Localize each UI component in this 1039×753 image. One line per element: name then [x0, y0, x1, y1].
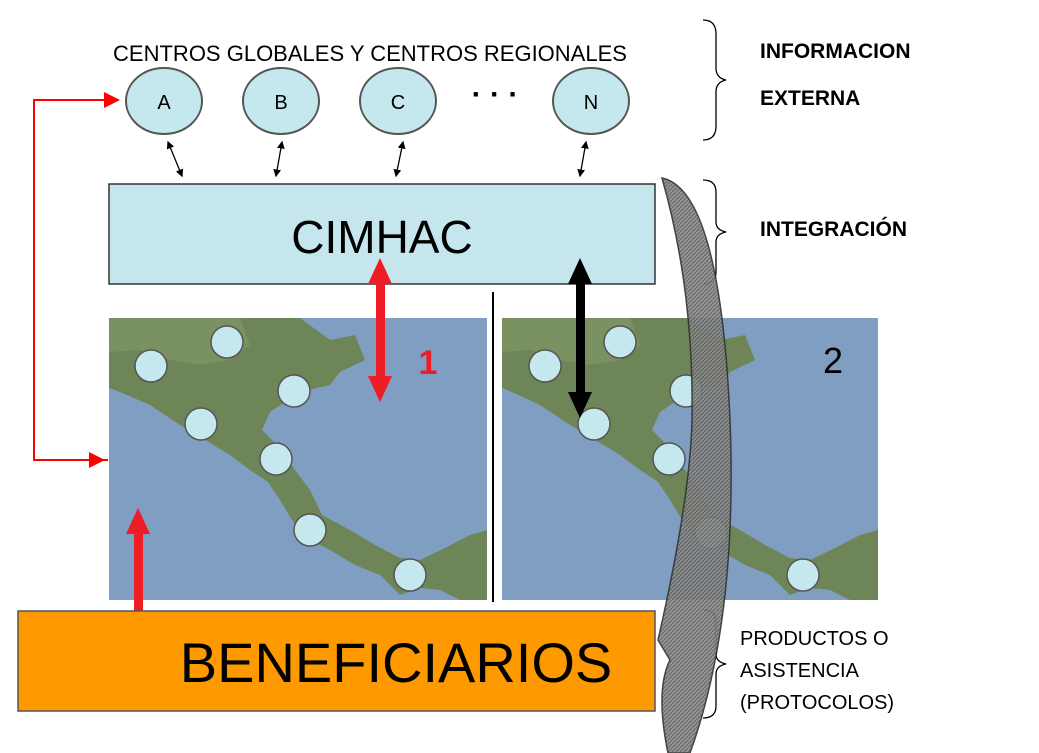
- center-node-b: B: [242, 67, 320, 135]
- map-panel-1: [109, 318, 487, 600]
- red-double-arrow-hub: [368, 258, 392, 402]
- beneficiaries-label: BENEFICIARIOS: [180, 631, 613, 694]
- feedback-line: [33, 92, 120, 461]
- map-number-2: 2: [823, 340, 843, 381]
- header-title: CENTROS GLOBALES Y CENTROS REGIONALES: [113, 41, 627, 66]
- label-products-3: (PROTOCOLOS): [740, 692, 894, 714]
- label-integration: INTEGRACIÓN: [760, 217, 907, 241]
- label-external-1: INFORMACION: [760, 40, 911, 63]
- ellipsis: · · ·: [472, 78, 519, 111]
- curved-flow-arrow: [657, 177, 732, 753]
- center-label: N: [584, 92, 598, 114]
- center-label: C: [391, 92, 405, 114]
- label-products-2: ASISTENCIA: [740, 660, 860, 682]
- label-external-2: EXTERNA: [760, 87, 860, 110]
- center-label: B: [274, 92, 287, 114]
- label-products-1: PRODUCTOS O: [740, 628, 889, 650]
- center-link-arrows: [166, 140, 589, 178]
- center-label: A: [157, 92, 171, 114]
- beneficiaries-box: BENEFICIARIOS: [17, 610, 656, 712]
- brace-external: [702, 19, 727, 141]
- center-node-c: C: [359, 67, 437, 135]
- map-number-1: 1: [419, 344, 438, 382]
- center-node-n: N: [552, 67, 630, 135]
- center-node-a: A: [125, 67, 203, 135]
- cimhac-label: CIMHAC: [291, 211, 472, 263]
- black-double-arrow-hub: [568, 258, 592, 418]
